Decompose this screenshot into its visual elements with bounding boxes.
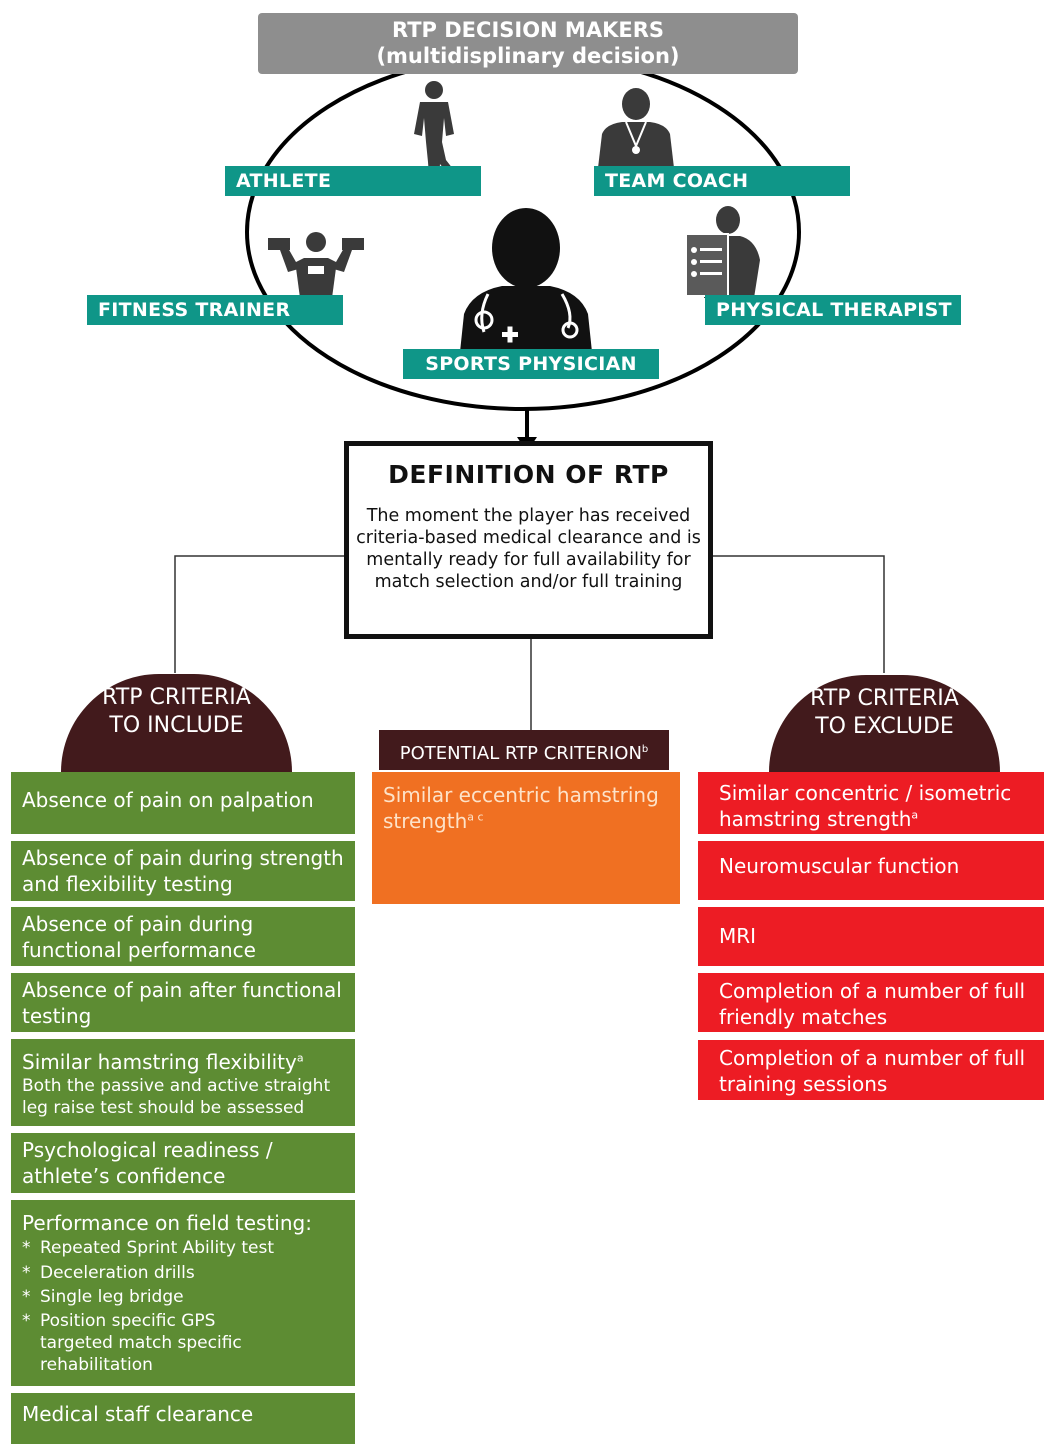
include-item-note: Both the passive and active straight leg… <box>22 1076 331 1118</box>
field-test-text: Deceleration drills <box>40 1262 195 1283</box>
field-test-item: * Repeated Sprint Ability test <box>22 1236 344 1261</box>
include-heading-line2: TO INCLUDE <box>109 713 244 738</box>
exclude-item-text: Neuromuscular function <box>719 854 960 878</box>
field-test-text: Position specific GPS targeted match spe… <box>40 1310 242 1375</box>
exclude-item: MRI <box>698 907 1044 966</box>
role-athlete: ATHLETE <box>225 166 481 196</box>
field-test-text: Repeated Sprint Ability test <box>40 1238 274 1258</box>
include-item: Medical staff clearance <box>11 1393 355 1444</box>
role-fitness-trainer: FITNESS TRAINER <box>87 295 343 325</box>
field-test-item: * Deceleration drills <box>22 1261 344 1286</box>
definition-title: DEFINITION OF RTP <box>388 460 669 489</box>
include-item: Absence of pain on palpation <box>11 772 355 834</box>
bullet-star: * <box>22 1262 31 1283</box>
bullet-star: * <box>22 1310 31 1331</box>
banner-subtitle: (multidisplinary decision) <box>376 44 680 68</box>
exclude-item-text: MRI <box>719 924 757 948</box>
connector-right <box>713 555 885 673</box>
exclude-heading: RTP CRITERIA TO EXCLUDE <box>769 675 1000 772</box>
include-item: Performance on field testing: * Repeated … <box>11 1200 355 1386</box>
include-item-text: Absence of pain during strength and flex… <box>22 846 344 896</box>
exclude-item-text: Completion of a number of full training … <box>719 1046 1026 1096</box>
include-item: Absence of pain after functional testing <box>11 973 355 1032</box>
exclude-item: Similar concentric / isometric hamstring… <box>698 772 1044 834</box>
connector-left <box>174 555 344 673</box>
fitness-trainer-figure-icon <box>268 232 364 298</box>
footnote-marker: a <box>911 808 919 822</box>
role-team-coach: TEAM COACH <box>594 166 850 196</box>
include-heading-line1: RTP CRITERIA <box>102 685 251 710</box>
role-physical-therapist: PHYSICAL THERAPIST <box>705 295 961 325</box>
potential-heading-text: POTENTIAL RTP CRITERION <box>399 743 642 764</box>
banner-title: RTP DECISION MAKERS <box>392 18 664 42</box>
exclude-item: Neuromuscular function <box>698 841 1044 900</box>
decision-makers-banner: RTP DECISION MAKERS (multidisplinary dec… <box>258 13 798 74</box>
field-test-item: * Single leg bridge <box>22 1285 344 1310</box>
include-heading: RTP CRITERIA TO INCLUDE <box>61 674 292 772</box>
sports-physician-figure-icon <box>460 208 592 352</box>
potential-item: Similar eccentric hamstring strengtha c <box>372 772 680 904</box>
include-item-text: Performance on field testing: <box>22 1211 312 1235</box>
footnote-marker: b <box>641 744 649 755</box>
include-item-text: Absence of pain during functional perfor… <box>22 912 256 962</box>
potential-heading: POTENTIAL RTP CRITERIONb <box>379 730 669 770</box>
include-item-text: Psychological readiness / athlete’s conf… <box>22 1138 273 1188</box>
field-test-text: Single leg bridge <box>40 1287 184 1307</box>
exclude-item: Completion of a number of full training … <box>698 1040 1044 1100</box>
include-item-text: Medical staff clearance <box>22 1402 254 1426</box>
footnote-marker: a c <box>467 810 484 824</box>
include-item: Absence of pain during functional perfor… <box>11 907 355 966</box>
exclude-heading-line1: RTP CRITERIA <box>810 686 959 711</box>
bullet-star: * <box>22 1238 31 1258</box>
include-item-text: Absence of pain on palpation <box>22 788 314 812</box>
include-item: Similar hamstring flexibilitya Both the … <box>11 1039 355 1126</box>
definition-text: The moment the player has received crite… <box>356 506 701 592</box>
exclude-item-text: Completion of a number of full friendly … <box>719 979 1026 1029</box>
include-item: Psychological readiness / athlete’s conf… <box>11 1133 355 1193</box>
definition-box: DEFINITION OF RTP The moment the player … <box>344 441 713 639</box>
include-item: Absence of pain during strength and flex… <box>11 841 355 901</box>
field-test-item: * Position specific GPS targeted match sp… <box>22 1310 344 1376</box>
exclude-heading-line2: TO EXCLUDE <box>815 714 954 739</box>
include-item-text: Similar hamstring flexibility <box>22 1050 297 1074</box>
exclude-item: Completion of a number of full friendly … <box>698 973 1044 1032</box>
team-coach-figure-icon <box>598 88 674 168</box>
role-sports-physician: SPORTS PHYSICIAN <box>403 349 659 379</box>
bullet-star: * <box>22 1287 31 1307</box>
exclude-item-text: Similar concentric / isometric hamstring… <box>719 781 1012 831</box>
physical-therapist-figure-icon <box>685 206 760 298</box>
potential-item-text: Similar eccentric hamstring strength <box>383 783 659 833</box>
include-item-text: Absence of pain after functional testing <box>22 978 342 1028</box>
footnote-marker: a <box>296 1051 304 1065</box>
